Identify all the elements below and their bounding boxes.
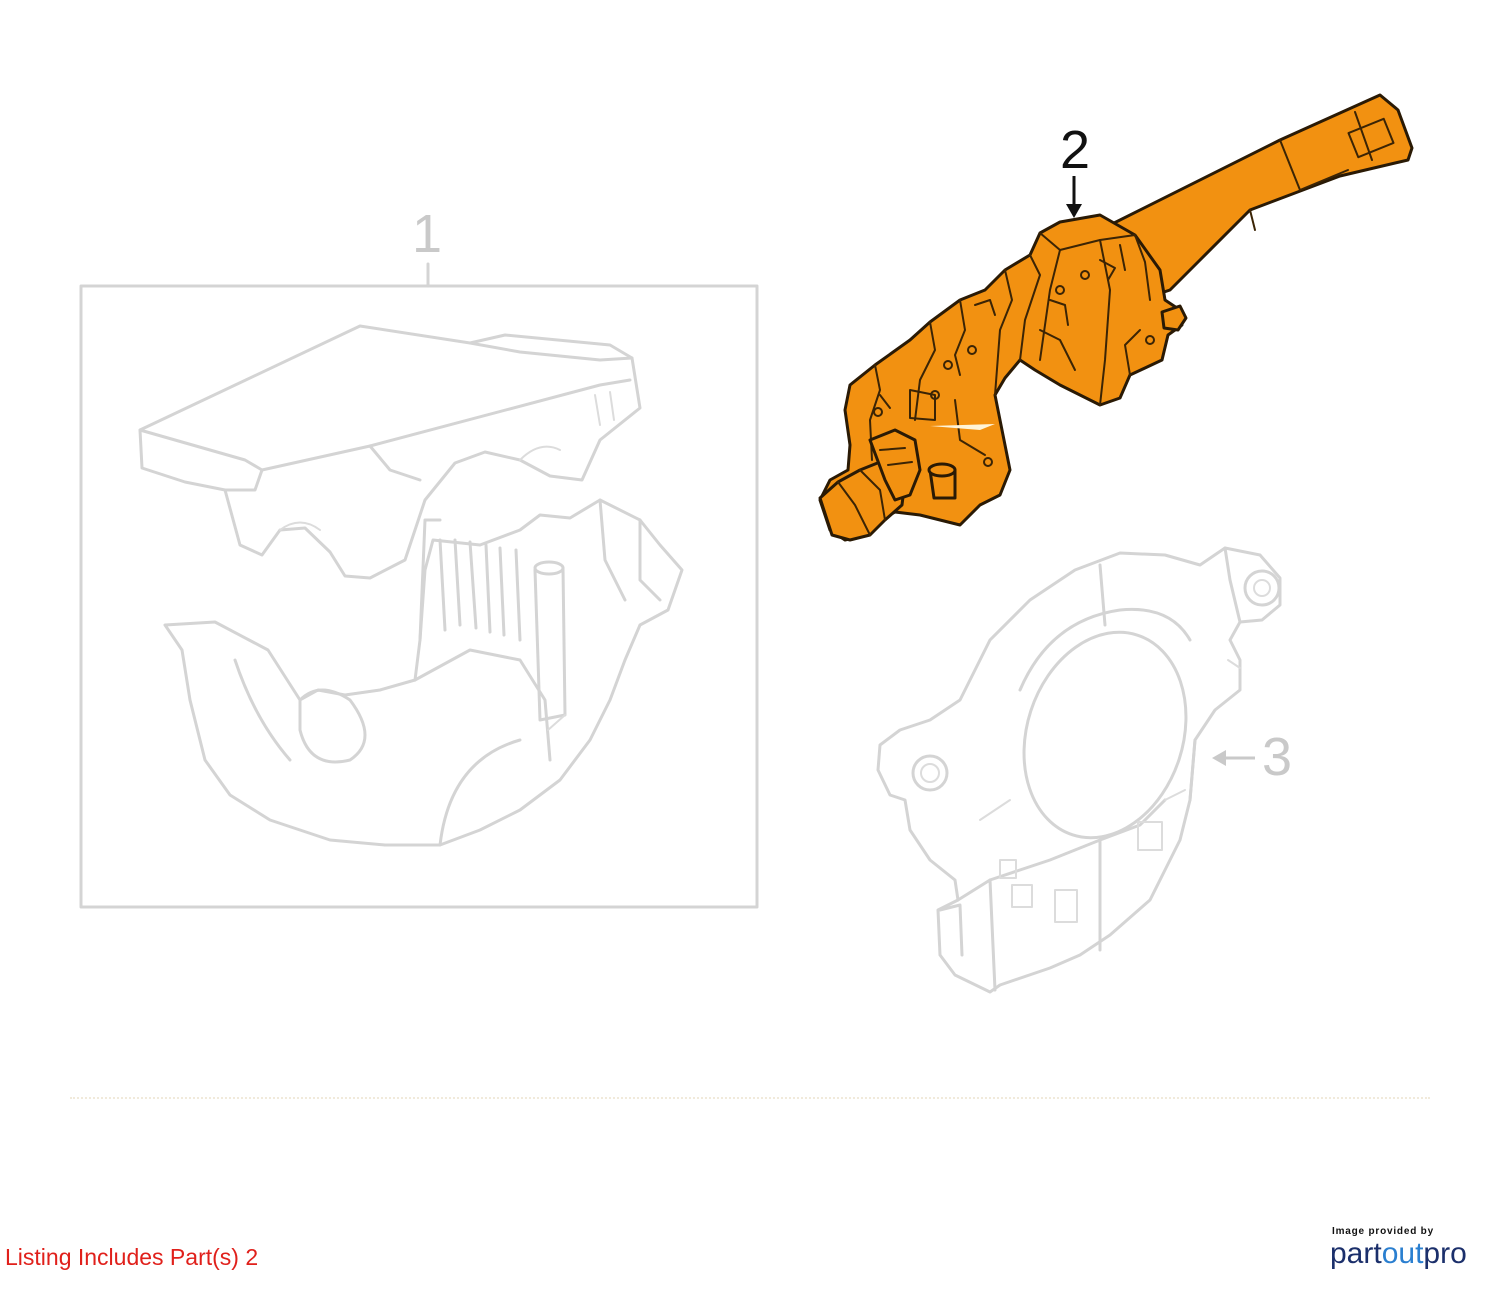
brand-logo: Image provided by partoutpro — [1330, 1226, 1490, 1271]
footer-separator — [70, 1097, 1430, 1099]
brand-name: partoutpro — [1330, 1237, 1490, 1271]
callout-1: 1 — [412, 204, 442, 264]
part-3-spiral-cable-illustration — [876, 546, 1282, 994]
brand-credit-text: Image provided by — [1332, 1226, 1434, 1237]
listing-includes-text: Listing Includes Part(s) 2 — [5, 1244, 259, 1270]
brand-name-part: part — [1330, 1237, 1382, 1270]
callout-3: 3 — [1262, 727, 1292, 787]
brand-name-out: out — [1381, 1237, 1424, 1270]
callout-2: 2 — [1060, 120, 1090, 180]
brand-name-pro: pro — [1423, 1237, 1467, 1270]
callout-2-arrow — [1066, 176, 1082, 218]
part-1-column-cover-illustration — [79, 262, 759, 909]
part-2-combination-switch-illustration — [818, 93, 1414, 542]
callout-3-arrow — [1212, 750, 1255, 766]
